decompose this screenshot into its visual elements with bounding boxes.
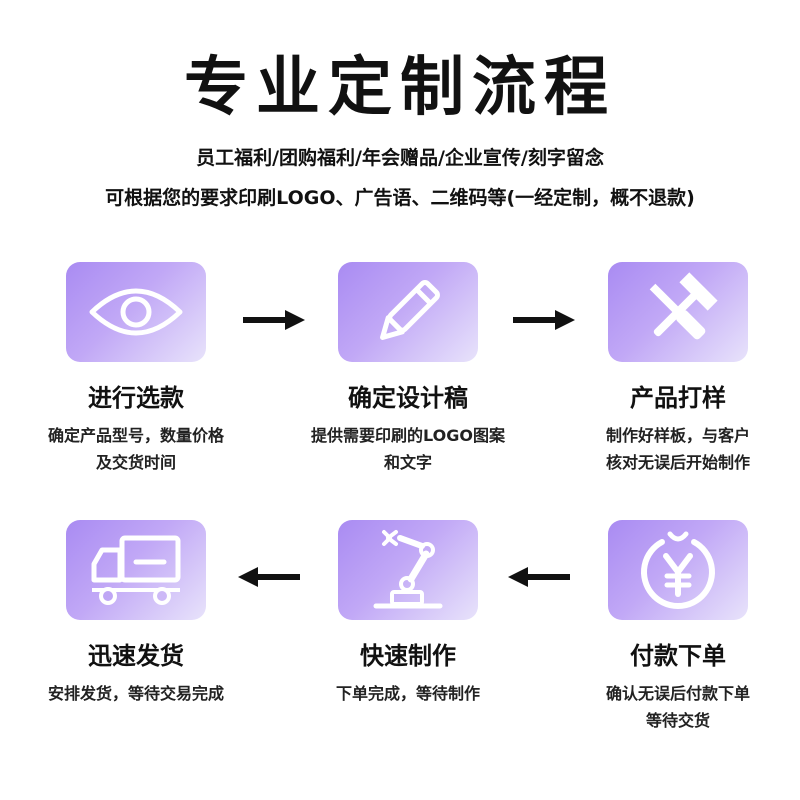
step-desc-line1: 确认无误后付款下单 [605, 684, 750, 703]
step-tile [338, 262, 478, 362]
step-fast-delivery: 迅速发货 安排发货，等待交易完成 [16, 520, 256, 707]
step-desc-line2: 和文字 [383, 453, 432, 472]
arrow-right-icon [513, 310, 575, 330]
step-title: 付款下单 [630, 642, 726, 670]
step-title: 产品打样 [630, 384, 726, 412]
step-title: 进行选款 [88, 384, 184, 412]
step-desc-line1: 下单完成，等待制作 [335, 684, 480, 703]
arrow-left-icon [238, 567, 300, 587]
step-desc-line1: 提供需要印刷的LOGO图案 [311, 426, 505, 445]
step-payment-order: 付款下单 确认无误后付款下单 等待交货 [558, 520, 798, 734]
subtitle-customization: 可根据您的要求印刷LOGO、广告语、二维码等(一经定制，概不退款) [105, 187, 695, 209]
step-tile [66, 262, 206, 362]
page-title: 专业定制流程 [184, 51, 616, 125]
step-desc-line1: 安排发货，等待交易完成 [47, 684, 224, 703]
step-select-model: 进行选款 确定产品型号，数量价格 及交货时间 [16, 262, 256, 476]
subtitle-usages: 员工福利/团购福利/年会赠品/企业宣传/刻字留念 [196, 147, 604, 169]
yen-coin-icon [641, 531, 715, 609]
hammer-screwdriver-icon [649, 272, 718, 340]
step-desc-line1: 制作好样板，与客户 [605, 426, 750, 445]
step-tile [338, 520, 478, 620]
arrow-right-icon [243, 310, 305, 330]
pencil-icon [380, 280, 440, 340]
step-confirm-design: 确定设计稿 提供需要印刷的LOGO图案 和文字 [288, 262, 528, 476]
robot-arm-icon [373, 530, 443, 609]
truck-icon [91, 535, 181, 605]
step-desc-line1: 确定产品型号，数量价格 [47, 426, 224, 445]
step-title: 确定设计稿 [348, 384, 468, 412]
step-desc-line2: 核对无误后开始制作 [605, 453, 750, 472]
step-tile [608, 262, 748, 362]
arrow-left-icon [508, 567, 570, 587]
step-tile [66, 520, 206, 620]
eye-icon [89, 288, 183, 336]
step-fast-production: 快速制作 下单完成，等待制作 [288, 520, 528, 707]
step-tile [608, 520, 748, 620]
step-title: 快速制作 [360, 642, 456, 670]
step-title: 迅速发货 [88, 642, 184, 670]
step-desc-line2: 及交货时间 [95, 453, 176, 472]
step-sample-making: 产品打样 制作好样板，与客户 核对无误后开始制作 [558, 262, 798, 476]
step-desc-line2: 等待交货 [645, 711, 710, 730]
